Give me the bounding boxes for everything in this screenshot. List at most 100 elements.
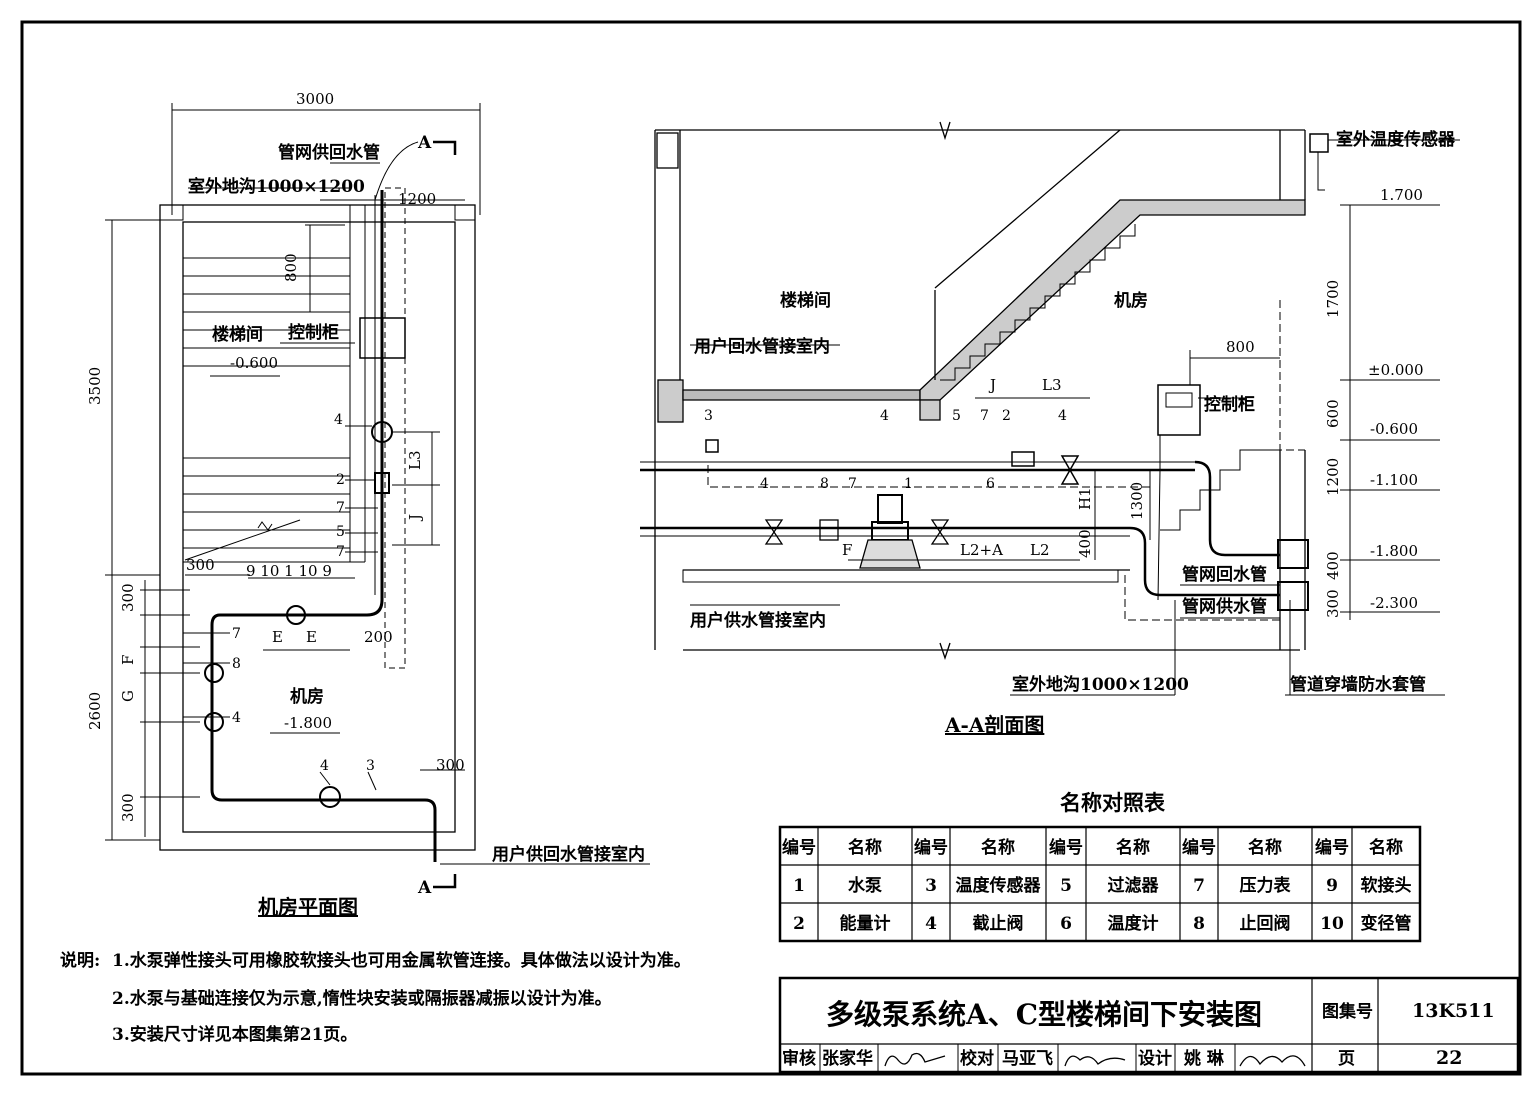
legend-header-cell: 编号 xyxy=(1049,837,1083,858)
section-callout-2: 2 xyxy=(1002,408,1011,424)
plan-dim-G: G xyxy=(119,690,137,702)
notes-item-3: 3.安装尺寸详见本图集第21页。 xyxy=(112,1024,357,1045)
legend-cell: 温度计 xyxy=(1108,913,1159,934)
section-callout-7b: 7 xyxy=(848,476,857,492)
drawing-title: 多级泵系统A、C型楼梯间下安装图 xyxy=(826,998,1262,1031)
legend-header-cell: 编号 xyxy=(1315,837,1349,858)
section-callout-7a: 7 xyxy=(980,408,989,424)
plan-dim-width: 3000 xyxy=(296,90,334,108)
section-elev-minus1100: -1.100 xyxy=(1370,471,1418,489)
checker-name: 马亚飞 xyxy=(1002,1049,1053,1069)
plan-title: 机房平面图 xyxy=(258,895,358,919)
check-label: 校对 xyxy=(960,1048,994,1069)
legend-cell: 4 xyxy=(925,914,937,934)
legend-header-cell: 编号 xyxy=(1182,837,1216,858)
plan-dim-300c: 300 xyxy=(119,793,137,822)
plan-dim-F: F xyxy=(119,655,137,665)
section-elev-minus1800: -1.800 xyxy=(1370,542,1418,560)
plan-dim-L3: L3 xyxy=(406,450,424,470)
section-dim-J: J xyxy=(988,376,996,394)
plan-callout-4c: 4 xyxy=(320,758,329,774)
legend-cell: 过滤器 xyxy=(1108,875,1160,896)
legend-cell: 1 xyxy=(793,876,805,896)
section-callout-5: 5 xyxy=(952,408,961,424)
plan-dim-3500: 3500 xyxy=(86,367,104,405)
section-callout-6: 6 xyxy=(986,476,995,492)
plan-callout-2: 2 xyxy=(336,472,345,488)
section-dim-L2: L2 xyxy=(1030,541,1050,559)
legend-cell: 8 xyxy=(1193,914,1205,934)
plan-section-mark-top: A xyxy=(417,133,432,153)
section-dim-L2A: L2+A xyxy=(960,541,1003,559)
plan-room-elev: -1.800 xyxy=(284,714,332,732)
legend-cell: 温度传感器 xyxy=(956,875,1042,896)
plan-user-pipe-label: 用户供回水管接室内 xyxy=(492,844,645,865)
legend-header-cell: 编号 xyxy=(914,837,948,858)
plan-callout-7b: 7 xyxy=(336,544,345,560)
plan-callout-4a: 4 xyxy=(334,412,343,428)
section-dim-400b: 400 xyxy=(1076,529,1094,558)
section-elev-minus2300: -2.300 xyxy=(1370,594,1418,612)
legend-cell: 5 xyxy=(1060,876,1072,896)
legend-header-cell: 名称 xyxy=(1248,837,1282,858)
section-dim-400: 400 xyxy=(1324,551,1342,580)
legend-cell: 3 xyxy=(925,876,937,896)
section-callout-3: 3 xyxy=(704,408,713,424)
section-user-supply-label: 用户供水管接室内 xyxy=(690,610,826,631)
plan-callout-8: 8 xyxy=(232,656,241,672)
atlas-label: 图集号 xyxy=(1322,1001,1373,1022)
legend-cell: 10 xyxy=(1320,914,1344,934)
section-dim-F: F xyxy=(842,541,852,559)
legend-cell: 9 xyxy=(1326,876,1338,896)
legend-header-cell: 名称 xyxy=(981,837,1015,858)
plan-callout-5: 5 xyxy=(336,524,345,540)
section-callout-4b: 4 xyxy=(1058,408,1067,424)
plan-dim-E2: E xyxy=(306,628,317,646)
page-number: 22 xyxy=(1436,1047,1462,1069)
legend-cell: 软接头 xyxy=(1361,875,1412,896)
legend-cell: 变径管 xyxy=(1361,913,1412,934)
section-cabinet-label: 控制柜 xyxy=(1204,394,1255,415)
plan-callout-7a: 7 xyxy=(336,500,345,516)
section-dim-H1: H1 xyxy=(1076,487,1094,510)
notes-lead: 说明: xyxy=(60,950,100,971)
plan-callout-4b: 4 xyxy=(232,710,241,726)
section-dim-1300: 1300 xyxy=(1128,482,1146,520)
legend-header-cell: 名称 xyxy=(848,837,882,858)
plan-dim-J: J xyxy=(406,514,424,522)
notes-item-2: 2.水泵与基础连接仅为示意,惰性块安装或隔振器减振以设计为准。 xyxy=(112,988,612,1009)
legend-header-cell: 名称 xyxy=(1369,837,1403,858)
legend-table-grid xyxy=(778,825,1422,943)
legend-cell: 截止阀 xyxy=(973,913,1024,934)
design-label: 设计 xyxy=(1138,1048,1172,1069)
section-stair-label: 楼梯间 xyxy=(780,290,831,311)
section-callout-4a: 4 xyxy=(880,408,889,424)
section-dim-1200: 1200 xyxy=(1324,458,1342,496)
plan-nums-top: 9 10 1 10 9 xyxy=(246,562,332,580)
legend-title: 名称对照表 xyxy=(1060,790,1166,815)
plan-dim-300b: 300 xyxy=(119,583,137,612)
designer-name: 姚 琳 xyxy=(1183,1048,1225,1069)
section-user-return-label: 用户回水管接室内 xyxy=(694,336,830,357)
legend-cell: 能量计 xyxy=(840,913,891,934)
plan-dim-200: 200 xyxy=(364,628,393,646)
section-title: A-A剖面图 xyxy=(944,713,1044,737)
section-dim-L3: L3 xyxy=(1042,376,1062,394)
section-sleeve-label: 管道穿墙防水套管 xyxy=(1290,674,1426,695)
plan-trench-label: 室外地沟1000×1200 xyxy=(188,176,365,197)
section-net-supply-label: 管网供水管 xyxy=(1182,596,1267,617)
section-dim-300: 300 xyxy=(1324,589,1342,618)
sheet-frame xyxy=(20,20,1522,1076)
plan-stair-label: 楼梯间 xyxy=(212,324,263,345)
legend-cell: 止回阀 xyxy=(1240,913,1291,934)
legend-cell: 2 xyxy=(793,914,805,934)
section-dim-800: 800 xyxy=(1226,338,1255,356)
plan-dim-300a: 300 xyxy=(186,556,215,574)
plan-stair-elev: -0.600 xyxy=(230,354,278,372)
section-trench-label: 室外地沟1000×1200 xyxy=(1012,674,1189,695)
plan-dim-800: 800 xyxy=(282,253,300,282)
notes-item-1: 1.水泵弹性接头可用橡胶软接头也可用金属软管连接。具体做法以设计为准。 xyxy=(112,950,691,971)
reviewer-name: 张家华 xyxy=(822,1048,873,1069)
titleblock-grid xyxy=(778,976,1520,1074)
